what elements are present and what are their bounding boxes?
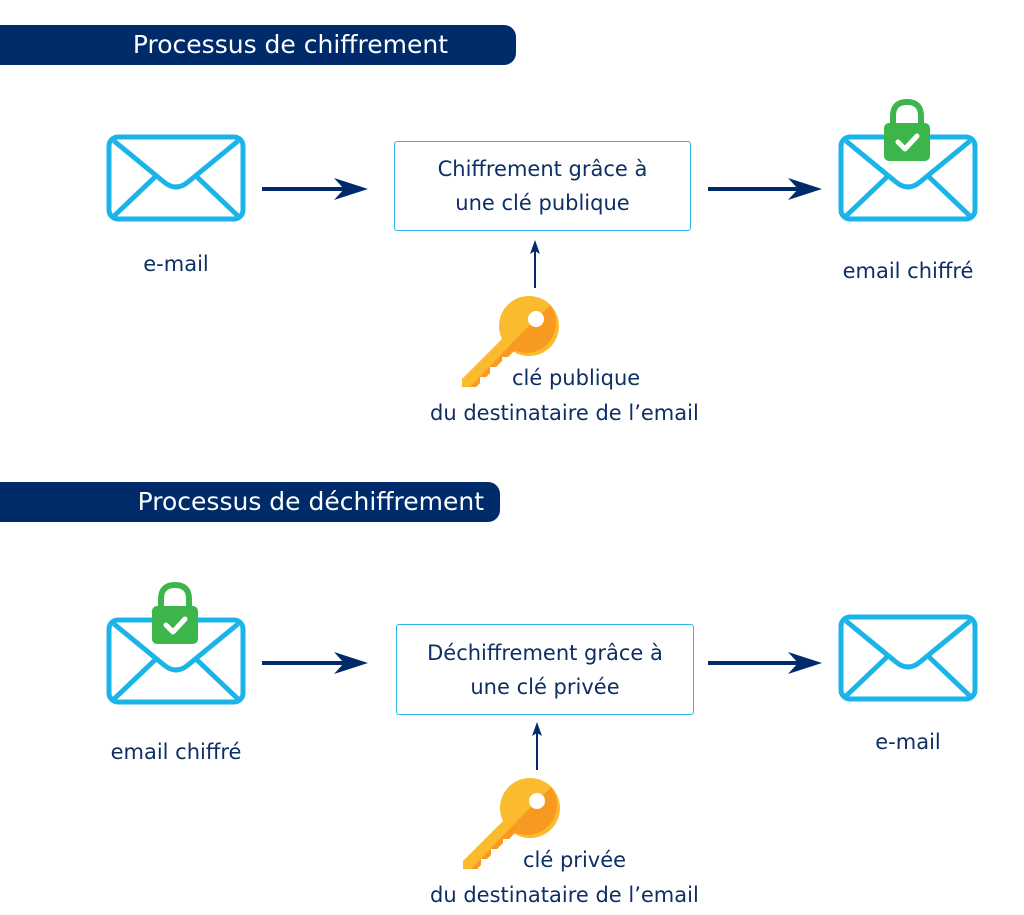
- arrow-right-icon: [708, 652, 822, 674]
- decryption-output-label: e-mail: [875, 730, 941, 754]
- lock-icon: [152, 581, 198, 644]
- arrow-up-icon: [532, 722, 542, 770]
- decryption-process-line2: une clé privée: [470, 674, 620, 699]
- encryption-key-label-line2: du destinataire de l’email: [430, 401, 699, 425]
- key-icon: [463, 778, 560, 869]
- encryption-process-line2: une clé publique: [455, 191, 630, 215]
- arrow-right-icon: [262, 178, 368, 200]
- decryption-section-title: Processus de déchiffrement: [0, 482, 500, 522]
- decryption-process-box: Déchiffrement grâce à une clé privée: [396, 624, 694, 715]
- decryption-key-label-line1: clé privée: [523, 848, 627, 872]
- arrow-right-icon: [708, 178, 822, 200]
- arrow-up-icon: [530, 240, 540, 288]
- decryption-title-text: Processus de déchiffrement: [137, 487, 484, 516]
- encryption-title-text: Processus de chiffrement: [132, 30, 448, 59]
- encryption-section-title: Processus de chiffrement: [0, 25, 516, 65]
- arrow-right-icon: [262, 652, 368, 674]
- lock-icon: [884, 98, 930, 161]
- decryption-key-label-line2: du destinataire de l’email: [430, 883, 699, 907]
- encryption-output-label: email chiffré: [842, 259, 974, 283]
- decryption-process-line1: Déchiffrement grâce à: [427, 640, 663, 665]
- locked-envelope-icon: [106, 581, 246, 705]
- envelope-icon: [106, 134, 246, 222]
- key-icon: [462, 296, 559, 387]
- decryption-input-label: email chiffré: [110, 740, 242, 764]
- encryption-process-box: Chiffrement grâce à une clé publique: [394, 141, 691, 231]
- encryption-key-label-line1: clé publique: [512, 366, 641, 390]
- locked-envelope-icon: [838, 98, 978, 222]
- encryption-process-line1: Chiffrement grâce à: [437, 157, 648, 181]
- envelope-icon: [838, 614, 978, 702]
- encryption-input-label: e-mail: [143, 252, 209, 276]
